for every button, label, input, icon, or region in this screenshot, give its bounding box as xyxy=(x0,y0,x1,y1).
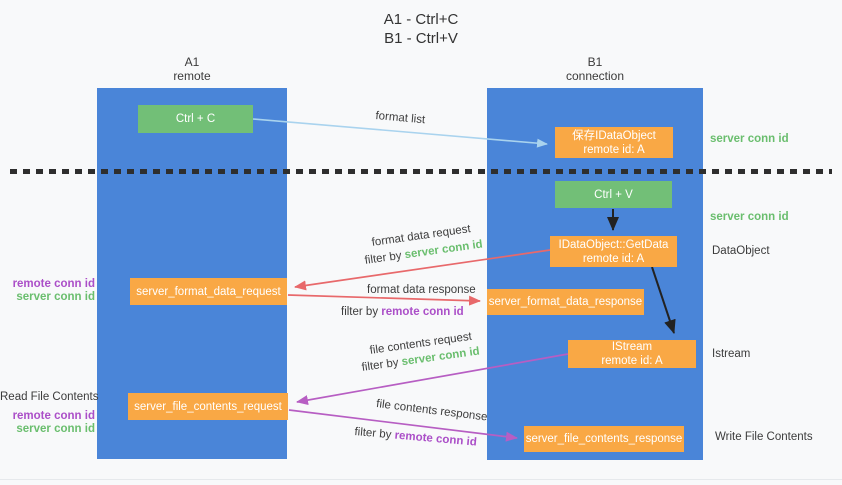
node-idataobject-getdata-line1: IDataObject::GetData xyxy=(558,238,669,251)
filter-key-remote-conn-id: remote conn id xyxy=(381,306,464,318)
node-idataobject-getdata: IDataObject::GetData remote id: A xyxy=(550,236,677,267)
node-ctrl-v-label: Ctrl + V xyxy=(594,188,633,201)
edge-label-format-data-response: format data response xyxy=(367,284,476,296)
node-save-dataobject: 保存IDataObject remote id: A xyxy=(555,127,673,158)
node-server-file-contents-request-label: server_file_contents_request xyxy=(134,400,282,413)
filter-prefix: filter by xyxy=(353,426,392,442)
edge-label-format-response-filter: filter by remote conn id xyxy=(341,306,464,318)
label-remote-conn-id-left-top: remote conn id xyxy=(12,278,95,290)
label-server-conn-id-left-bottom: server conn id xyxy=(16,423,95,435)
label-server-conn-id-right-mid: server conn id xyxy=(710,211,789,223)
lane-right-title: B1 xyxy=(587,55,603,69)
edge-label-file-response-filter: filter by remote conn id xyxy=(354,426,477,449)
filter-prefix: filter by xyxy=(341,306,379,318)
filter-key-remote-conn-id: remote conn id xyxy=(394,429,478,449)
label-server-conn-id-left-top: server conn id xyxy=(16,291,95,303)
lane-header-right: B1 connection xyxy=(487,55,703,83)
label-remote-conn-id-left-bottom: remote conn id xyxy=(12,410,95,422)
edge-label-file-contents-response: file contents response xyxy=(375,398,489,424)
lane-left-subtitle: remote xyxy=(173,69,211,83)
node-ctrl-c: Ctrl + C xyxy=(138,105,253,133)
node-server-file-contents-request: server_file_contents_request xyxy=(128,393,288,420)
node-server-file-contents-response-label: server_file_contents_response xyxy=(525,433,683,445)
label-server-conn-id-right-top: server conn id xyxy=(710,133,789,145)
filter-prefix: filter by xyxy=(364,249,403,267)
title-line-2: B1 - Ctrl+V xyxy=(384,30,458,47)
edge-label-format-list: format list xyxy=(374,110,426,127)
node-server-format-data-request-label: server_format_data_request xyxy=(136,285,281,298)
filter-prefix: filter by xyxy=(361,356,400,374)
node-ctrl-v: Ctrl + V xyxy=(555,181,672,208)
bottom-edge-line xyxy=(0,479,842,480)
label-istream: Istream xyxy=(712,348,751,360)
lane-left-title: A1 xyxy=(184,55,200,69)
node-server-format-data-response: server_format_data_response xyxy=(487,289,644,315)
node-istream-line1: IStream xyxy=(611,341,653,353)
node-idataobject-getdata-line2: remote id: A xyxy=(582,252,645,265)
node-istream-line2: remote id: A xyxy=(601,355,663,367)
node-server-file-contents-response: server_file_contents_response xyxy=(524,426,684,452)
node-server-format-data-response-label: server_format_data_response xyxy=(488,296,643,308)
node-server-format-data-request: server_format_data_request xyxy=(130,278,287,305)
title-line-1: A1 - Ctrl+C xyxy=(383,11,459,28)
node-istream: IStream remote id: A xyxy=(568,340,696,368)
node-save-dataobject-line1: 保存IDataObject xyxy=(572,129,656,142)
dotted-divider-line xyxy=(10,169,832,174)
node-save-dataobject-line2: remote id: A xyxy=(583,143,645,156)
diagram-title: A1 - Ctrl+C B1 - Ctrl+V xyxy=(0,10,842,48)
lane-right-subtitle: connection xyxy=(565,69,625,83)
label-dataobject: DataObject xyxy=(712,245,770,257)
label-read-file-contents: Read File Contents xyxy=(0,391,99,403)
node-ctrl-c-label: Ctrl + C xyxy=(175,113,216,125)
label-write-file-contents: Write File Contents xyxy=(715,431,813,443)
lane-header-left: A1 remote xyxy=(97,55,287,83)
